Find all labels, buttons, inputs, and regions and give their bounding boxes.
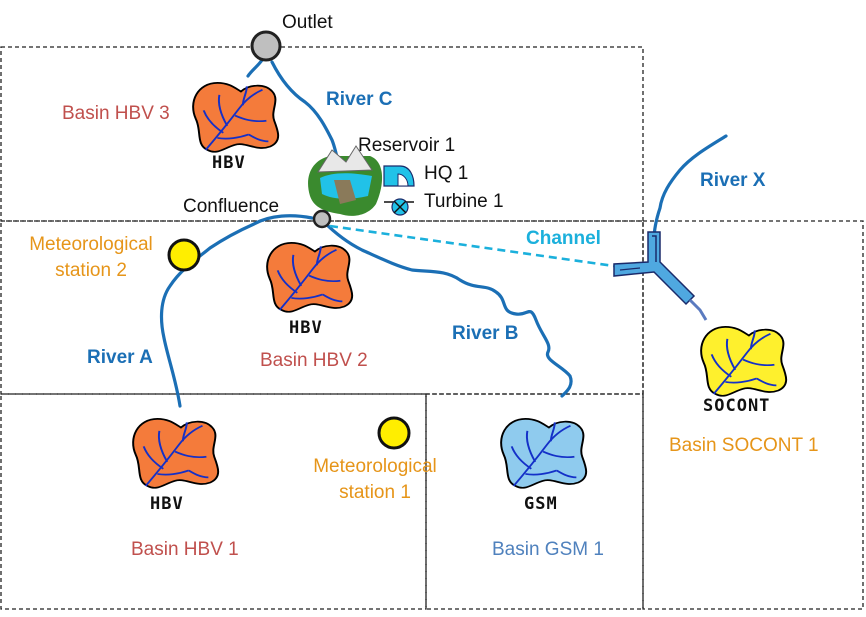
reservoir-icon bbox=[308, 145, 383, 216]
outlet-node bbox=[250, 30, 282, 62]
turbine-label: Turbine 1 bbox=[424, 191, 504, 212]
confluence-label: Confluence bbox=[183, 196, 280, 217]
river-hbv3-line bbox=[246, 58, 264, 78]
turbine-icon bbox=[384, 198, 414, 216]
model-tag-hbv2: HBV bbox=[289, 318, 323, 338]
hq-label: HQ 1 bbox=[424, 163, 469, 184]
river-b-label: River B bbox=[452, 323, 519, 344]
hq-icon bbox=[383, 165, 415, 187]
basin-socont1-label: Basin SOCONT 1 bbox=[669, 435, 819, 456]
channel-intake-icon bbox=[613, 231, 708, 321]
basin-hbv3-label: Basin HBV 3 bbox=[62, 103, 170, 124]
basin-hbv1-icon bbox=[132, 417, 220, 489]
met-station-1-line2: station 1 bbox=[339, 482, 411, 503]
met-station-1-icon bbox=[377, 416, 411, 450]
river-b-line bbox=[322, 220, 573, 398]
met-station-2-label: Meteorological station 2 bbox=[16, 232, 166, 284]
model-tag-socont: SOCONT bbox=[703, 396, 771, 416]
basin-socont1-icon bbox=[700, 325, 788, 397]
met-station-1-line1: Meteorological bbox=[313, 456, 437, 477]
basin-hbv3-icon bbox=[192, 81, 280, 153]
model-tag-hbv3: HBV bbox=[212, 153, 246, 173]
river-x-line bbox=[652, 134, 728, 242]
basin-gsm1-icon bbox=[500, 417, 588, 489]
basin-hbv2-label: Basin HBV 2 bbox=[260, 350, 368, 371]
channel-label: Channel bbox=[526, 228, 601, 249]
basin-hbv1-label: Basin HBV 1 bbox=[131, 539, 239, 560]
basin-hbv2-icon bbox=[266, 241, 354, 313]
boundary-socont1 bbox=[642, 220, 864, 610]
reservoir-label: Reservoir 1 bbox=[358, 135, 456, 156]
boundary-gsm1 bbox=[425, 393, 644, 610]
met-station-2-line1: Meteorological bbox=[29, 234, 153, 255]
river-c-label: River C bbox=[326, 89, 393, 110]
river-x-label: River X bbox=[700, 170, 766, 191]
met-station-2-line2: station 2 bbox=[55, 260, 127, 281]
river-a-label: River A bbox=[87, 347, 153, 368]
channel-line bbox=[329, 224, 615, 268]
outlet-label: Outlet bbox=[282, 12, 333, 33]
met-station-1-label: Meteorological station 1 bbox=[300, 454, 450, 506]
model-tag-hbv1: HBV bbox=[150, 494, 184, 514]
met-station-2-icon bbox=[167, 238, 201, 272]
confluence-node bbox=[312, 209, 332, 229]
basin-gsm1-label: Basin GSM 1 bbox=[492, 539, 604, 560]
model-tag-gsm: GSM bbox=[524, 494, 558, 514]
